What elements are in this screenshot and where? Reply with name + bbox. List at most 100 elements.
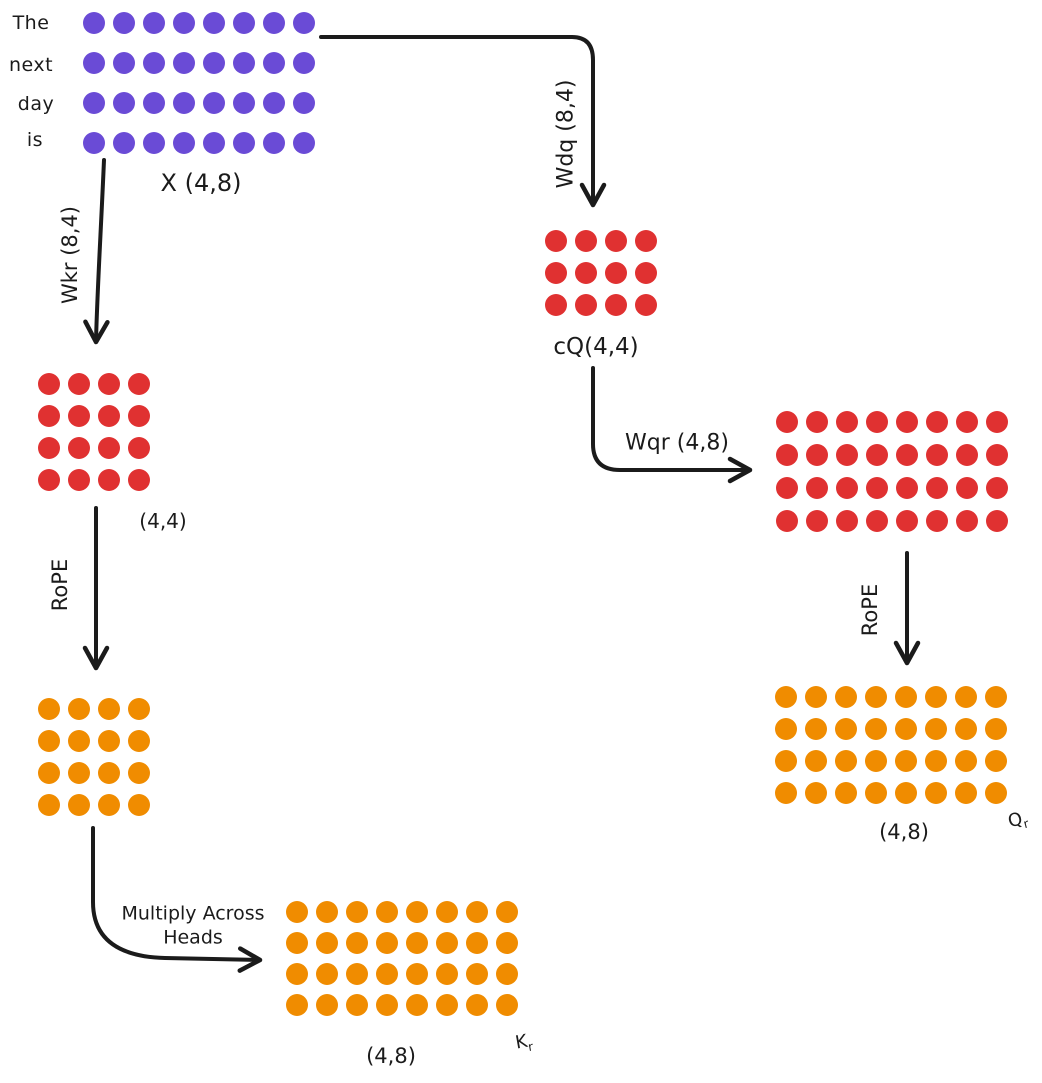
matrix-dot xyxy=(98,437,120,459)
matrix-dot xyxy=(316,994,338,1016)
matrix-dot xyxy=(775,718,797,740)
matrix-dot xyxy=(955,718,977,740)
matrix-dot xyxy=(98,794,120,816)
matrix-dot xyxy=(263,12,285,34)
matrix-dot xyxy=(496,994,518,1016)
matrix-dot xyxy=(496,901,518,923)
matrix-dot xyxy=(376,932,398,954)
matrix-dot xyxy=(68,373,90,395)
matrix-dot xyxy=(128,437,150,459)
matrix-dot xyxy=(925,686,947,708)
matrix-dot xyxy=(775,782,797,804)
matrix-dot xyxy=(955,782,977,804)
matrix-dot xyxy=(38,469,60,491)
matrix-dot xyxy=(805,686,827,708)
label-multiply-across-heads: Multiply Across Heads xyxy=(122,902,265,950)
label-ckr-shape: (4,4) xyxy=(139,509,187,533)
matrix-dot xyxy=(776,411,798,433)
matrix-dot xyxy=(113,132,135,154)
matrix-dot xyxy=(866,444,888,466)
matrix-dot xyxy=(203,132,225,154)
matrix-dot xyxy=(575,294,597,316)
matrix-dot xyxy=(896,411,918,433)
matrix-qr-output xyxy=(775,686,1007,804)
matrix-dot xyxy=(466,932,488,954)
matrix-dot xyxy=(926,444,948,466)
matrix-dot xyxy=(895,782,917,804)
matrix-dot xyxy=(128,794,150,816)
matrix-dot xyxy=(496,932,518,954)
matrix-dot xyxy=(956,444,978,466)
matrix-dot xyxy=(406,994,428,1016)
matrix-dot xyxy=(986,510,1008,532)
matrix-dot xyxy=(98,698,120,720)
matrix-x-input xyxy=(83,12,315,154)
matrix-dot xyxy=(545,230,567,252)
token-day: day xyxy=(17,93,55,115)
matrix-dot xyxy=(895,686,917,708)
matrix-dot xyxy=(836,510,858,532)
matrix-dot xyxy=(113,12,135,34)
matrix-dot xyxy=(293,92,315,114)
matrix-dot xyxy=(233,12,255,34)
matrix-dot xyxy=(113,92,135,114)
matrix-dot xyxy=(925,750,947,772)
matrix-dot xyxy=(68,405,90,427)
matrix-dot xyxy=(605,262,627,284)
matrix-dot xyxy=(406,901,428,923)
matrix-dot xyxy=(436,994,458,1016)
matrix-dot xyxy=(956,411,978,433)
matrix-dot xyxy=(776,510,798,532)
matrix-dot xyxy=(233,132,255,154)
matrix-dot xyxy=(955,750,977,772)
matrix-dot xyxy=(68,794,90,816)
matrix-dot xyxy=(926,411,948,433)
matrix-dot xyxy=(805,750,827,772)
matrix-dot xyxy=(233,52,255,74)
matrix-dot xyxy=(575,262,597,284)
matrix-dot xyxy=(98,405,120,427)
token-the: The xyxy=(12,12,50,34)
matrix-dot xyxy=(286,994,308,1016)
matrix-dot xyxy=(128,469,150,491)
matrix-dot xyxy=(203,12,225,34)
matrix-dot xyxy=(806,444,828,466)
matrix-dot xyxy=(775,750,797,772)
matrix-dot xyxy=(635,294,657,316)
multiply-line-1: Multiply Across xyxy=(121,902,265,925)
matrix-dot xyxy=(173,52,195,74)
matrix-kr-output xyxy=(286,901,518,1016)
matrix-dot xyxy=(173,12,195,34)
matrix-dot xyxy=(263,132,285,154)
matrix-dot xyxy=(38,730,60,752)
label-cq-shape: cQ(4,4) xyxy=(553,334,639,360)
matrix-key-after-rope xyxy=(38,698,150,816)
matrix-dot xyxy=(83,92,105,114)
matrix-dot xyxy=(805,718,827,740)
matrix-dot xyxy=(466,963,488,985)
matrix-dot xyxy=(263,52,285,74)
matrix-dot xyxy=(545,294,567,316)
matrix-dot xyxy=(866,411,888,433)
matrix-dot xyxy=(38,437,60,459)
matrix-dot xyxy=(128,730,150,752)
matrix-dot xyxy=(286,932,308,954)
matrix-dot xyxy=(605,294,627,316)
matrix-dot xyxy=(986,477,1008,499)
matrix-dot xyxy=(806,411,828,433)
matrix-dot xyxy=(38,698,60,720)
matrix-dot xyxy=(98,373,120,395)
matrix-dot xyxy=(68,437,90,459)
matrix-dot xyxy=(38,373,60,395)
matrix-dot xyxy=(776,444,798,466)
label-wdq-weight: Wdq (8,4) xyxy=(553,79,579,189)
matrix-dot xyxy=(316,901,338,923)
matrix-dot xyxy=(143,92,165,114)
matrix-compressed-key xyxy=(38,373,150,491)
matrix-dot xyxy=(83,12,105,34)
matrix-dot xyxy=(346,994,368,1016)
matrix-dot xyxy=(835,782,857,804)
matrix-dot xyxy=(346,932,368,954)
matrix-dot xyxy=(925,782,947,804)
